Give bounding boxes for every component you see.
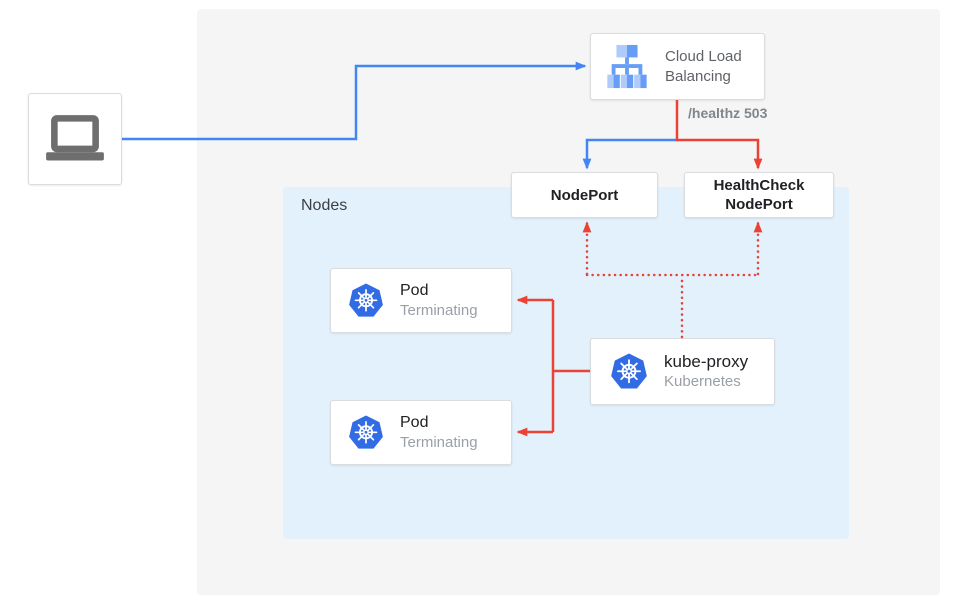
client-node xyxy=(28,93,122,185)
kube-proxy-subtitle: Kubernetes xyxy=(664,373,741,390)
pod-title: Pod xyxy=(400,414,429,431)
healthcheck-nodeport-label-line2: NodePort xyxy=(725,196,793,213)
cloud-load-balancing-icon xyxy=(604,43,650,91)
healthz-status-label: /healthz 503 xyxy=(688,105,768,121)
kube-proxy-title: kube-proxy xyxy=(664,352,749,371)
pod-terminating-node-1: Pod Terminating xyxy=(330,268,512,333)
nodeport-label: NodePort xyxy=(550,186,619,204)
kubernetes-icon xyxy=(348,283,384,319)
kube-proxy-node: kube-proxy Kubernetes xyxy=(590,338,775,405)
laptop-icon xyxy=(42,112,108,166)
pod-status: Terminating xyxy=(400,434,478,451)
kubernetes-icon xyxy=(610,353,648,391)
pod-terminating-node-2: Pod Terminating xyxy=(330,400,512,465)
healthcheck-nodeport-node: HealthCheck NodePort xyxy=(684,172,834,218)
pod-title: Pod xyxy=(400,282,429,299)
nodes-panel-label: Nodes xyxy=(301,197,348,214)
healthcheck-nodeport-label-line1: HealthCheck xyxy=(713,177,805,194)
nodeport-node: NodePort xyxy=(511,172,658,218)
cloud-load-balancing-label: Cloud Load Balancing xyxy=(665,47,742,85)
pod-status: Terminating xyxy=(400,302,478,319)
kubernetes-icon xyxy=(348,415,384,451)
cloud-load-balancing-node: Cloud Load Balancing xyxy=(590,33,765,100)
